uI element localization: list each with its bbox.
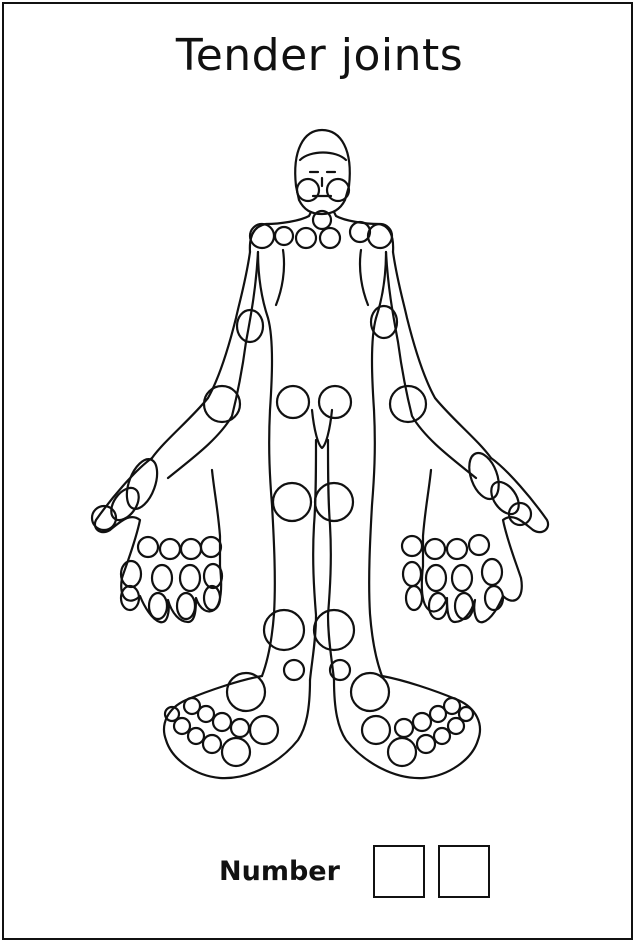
right-thumb-cmc [464,449,505,503]
sternoclavicular-left [296,228,316,248]
right-mcp-4 [447,539,467,559]
left-toe-3 [188,728,204,744]
sternoclavicular-right [320,228,340,248]
right-mtp-2 [395,719,413,737]
left-finger-tip-4 [177,593,195,619]
left-mtp-3 [213,713,231,731]
right-leg-outer [369,410,382,676]
left-arm-outer [152,252,250,458]
right-mcp-3 [425,539,445,559]
left-foot-outline [164,676,310,778]
left-mtp-1 [250,716,278,744]
left-mcp-3 [160,539,180,559]
ankle-right [314,610,354,650]
joint-circles [92,179,531,766]
left-leg-inner [310,440,316,680]
torso-right-inner [360,250,368,305]
left-toe-2 [203,735,221,753]
left-mtp-2 [231,719,249,737]
right-pip-5 [482,559,502,585]
right-finger-tip-2 [406,586,422,610]
left-mcp-2 [138,537,158,557]
acromioclavicular-left [275,227,293,245]
right-pip-2 [403,562,421,586]
left-mtp-5 [184,698,200,714]
knee-right [315,483,353,521]
left-finger-tip-3 [149,593,167,619]
knee-left [273,483,311,521]
right-mtp-3 [413,713,431,731]
left-midfoot [284,660,304,680]
right-finger-tip-5 [485,586,503,610]
hair-line [300,153,346,161]
right-pip-4 [452,565,472,591]
right-mtp-5 [444,698,460,714]
shoulder-right [368,224,392,248]
right-mcp-5 [469,535,489,555]
right-tarsal [351,673,389,711]
right-pip-3 [426,565,446,591]
number-label: Number [219,856,340,887]
right-toe-2 [417,735,435,753]
left-toe-1 [222,738,250,766]
left-hand-outline [95,458,221,622]
right-toe-5 [459,707,473,721]
right-toe-1 [388,738,416,766]
left-finger-tip-5 [204,586,220,610]
left-thumb-cmc [121,455,163,513]
number-input-box-1[interactable] [373,845,425,898]
face-eyes [310,172,335,196]
hip-right [319,386,351,418]
right-mtp-1 [362,716,390,744]
jaw-joint-left [297,179,319,201]
right-mcp-2 [402,536,422,556]
right-foot-outline [334,676,480,778]
shoulder-left [250,224,274,248]
ankle-left [264,610,304,650]
left-pip-3 [152,565,172,591]
hip-left [277,386,309,418]
right-finger-tip-4 [455,593,473,619]
left-mcp-4 [181,539,201,559]
number-input-box-2[interactable] [438,845,490,898]
acromioclavicular-right [350,222,370,242]
left-pip-4 [180,565,200,591]
torso-left-inner [276,250,284,305]
left-pip-5 [204,564,222,588]
right-leg-inner [328,440,334,680]
left-mcp-5 [201,537,221,557]
jaw-joint-right [327,179,349,201]
right-arm-outer [393,252,491,458]
neck-right [334,212,393,252]
torso-left [258,252,272,410]
right-toe-3 [434,728,450,744]
